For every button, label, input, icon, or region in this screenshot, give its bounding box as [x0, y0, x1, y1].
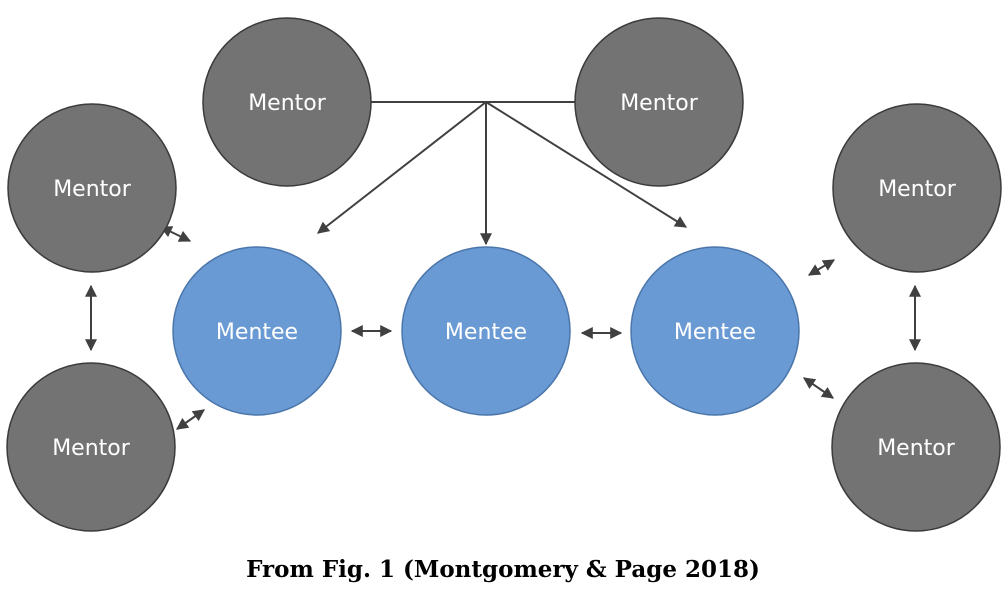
mentor-circle — [202, 17, 372, 187]
mentor-node-right-lower: Mentor — [831, 362, 1001, 532]
mentor-label: Mentor — [878, 177, 957, 202]
mentee-node-left: Mentee — [172, 246, 342, 416]
mentor-node-top-right: Mentor — [574, 17, 744, 187]
mentor-label: Mentor — [53, 177, 132, 202]
arrow-mentee-right-to-mentor-right-lower — [803, 377, 834, 399]
mentor-circle — [574, 17, 744, 187]
mentor-label: Mentor — [877, 436, 956, 461]
arrow-mentor-left-lower-to-mentee-left — [176, 409, 205, 430]
connectors — [85, 101, 921, 430]
mentee-label: Mentee — [216, 320, 298, 345]
mentor-node-right-upper: Mentor — [832, 103, 1002, 273]
mentee-node-center: Mentee — [401, 246, 571, 416]
mentor-circle — [831, 362, 1001, 532]
arrow-mentee-right-to-mentor-right-upper — [807, 259, 836, 276]
mentor-circle — [7, 103, 177, 273]
mentor-label: Mentor — [620, 91, 699, 116]
mentor-label: Mentor — [248, 91, 327, 116]
mentor-label: Mentor — [52, 436, 131, 461]
figure-caption: From Fig. 1 (Montgomery & Page 2018) — [246, 556, 760, 583]
mentee-node-right: Mentee — [630, 246, 800, 416]
mentee-circle — [401, 246, 571, 416]
mentor-node-top-left: Mentor — [202, 17, 372, 187]
arrow-to-mentee-right — [485, 101, 688, 228]
mentee-circle — [630, 246, 800, 416]
mentor-circle — [6, 362, 176, 532]
mentor-circle — [832, 103, 1002, 273]
mentee-label: Mentee — [445, 320, 527, 345]
arrow-to-mentee-left — [317, 101, 487, 234]
mentee-label: Mentee — [674, 320, 756, 345]
mentor-node-left-upper: Mentor — [7, 103, 177, 273]
mentee-circle — [172, 246, 342, 416]
mentor-node-left-lower: Mentor — [6, 362, 176, 532]
